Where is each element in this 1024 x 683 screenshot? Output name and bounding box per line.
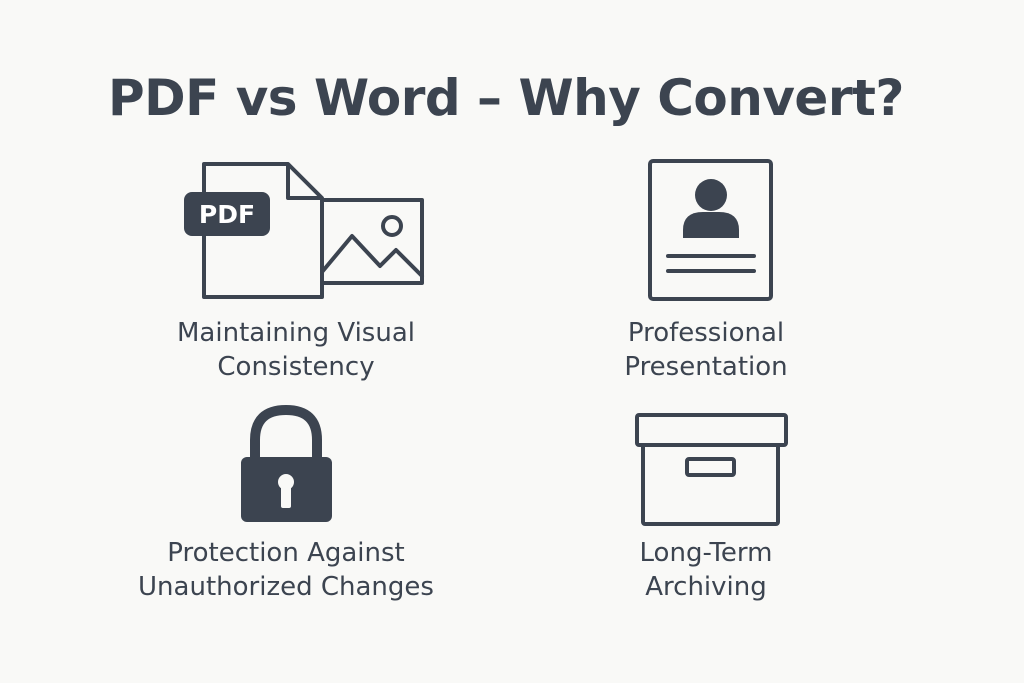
benefit-caption: Protection Against Unauthorized Changes: [116, 536, 456, 604]
caption-line-1: Professional: [627, 318, 785, 348]
caption-line-2: Consistency: [217, 352, 375, 382]
pdf-image-document-icon: PDF: [184, 162, 424, 299]
pdf-badge-label: PDF: [199, 200, 255, 229]
benefit-caption: Maintaining Visual Consistency: [146, 316, 446, 384]
caption-line-1: Long-Term: [639, 538, 773, 568]
caption-line-2: Presentation: [624, 352, 788, 382]
padlock-icon: [241, 404, 332, 522]
caption-line-1: Protection Against: [167, 538, 405, 568]
caption-line-1: Maintaining Visual: [177, 318, 415, 348]
caption-line-2: Unauthorized Changes: [138, 572, 434, 602]
caption-line-2: Archiving: [645, 572, 767, 602]
benefit-caption: Professional Presentation: [556, 316, 856, 384]
profile-document-icon: [648, 159, 773, 301]
benefit-caption: Long-Term Archiving: [556, 536, 856, 604]
page-title: PDF vs Word – Why Convert?: [108, 69, 904, 127]
archive-box-icon: [635, 413, 788, 526]
